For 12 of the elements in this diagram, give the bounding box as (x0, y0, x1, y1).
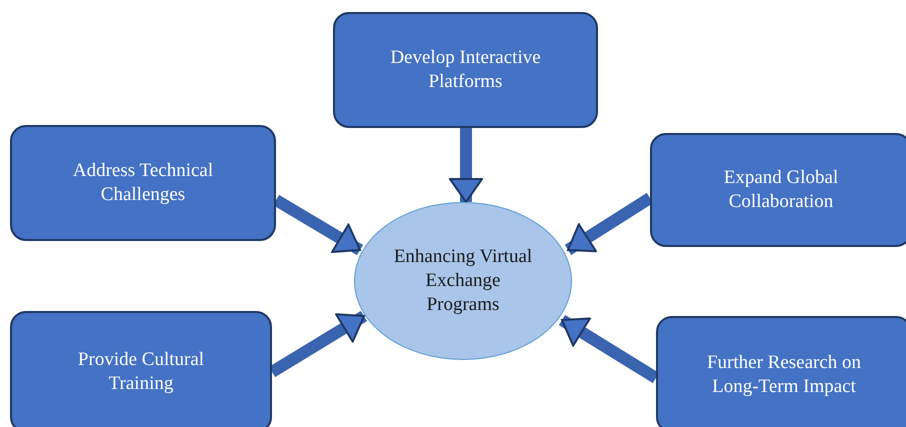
node-label: Enhancing Virtual Exchange Programs (392, 245, 534, 317)
node-label: Address Technical Challenges (72, 159, 214, 207)
node-label: Provide Cultural Training (76, 348, 206, 396)
process-box (650, 133, 906, 247)
node-label: Develop Interactive Platforms (389, 46, 542, 94)
process-box (10, 311, 272, 427)
node-label: Expand Global Collaboration (722, 166, 840, 214)
process-box (656, 316, 906, 427)
node-label: Further Research on Long-Term Impact (706, 350, 862, 398)
process-box (10, 125, 276, 241)
process-box (333, 12, 598, 128)
block-arrow (449, 128, 483, 203)
